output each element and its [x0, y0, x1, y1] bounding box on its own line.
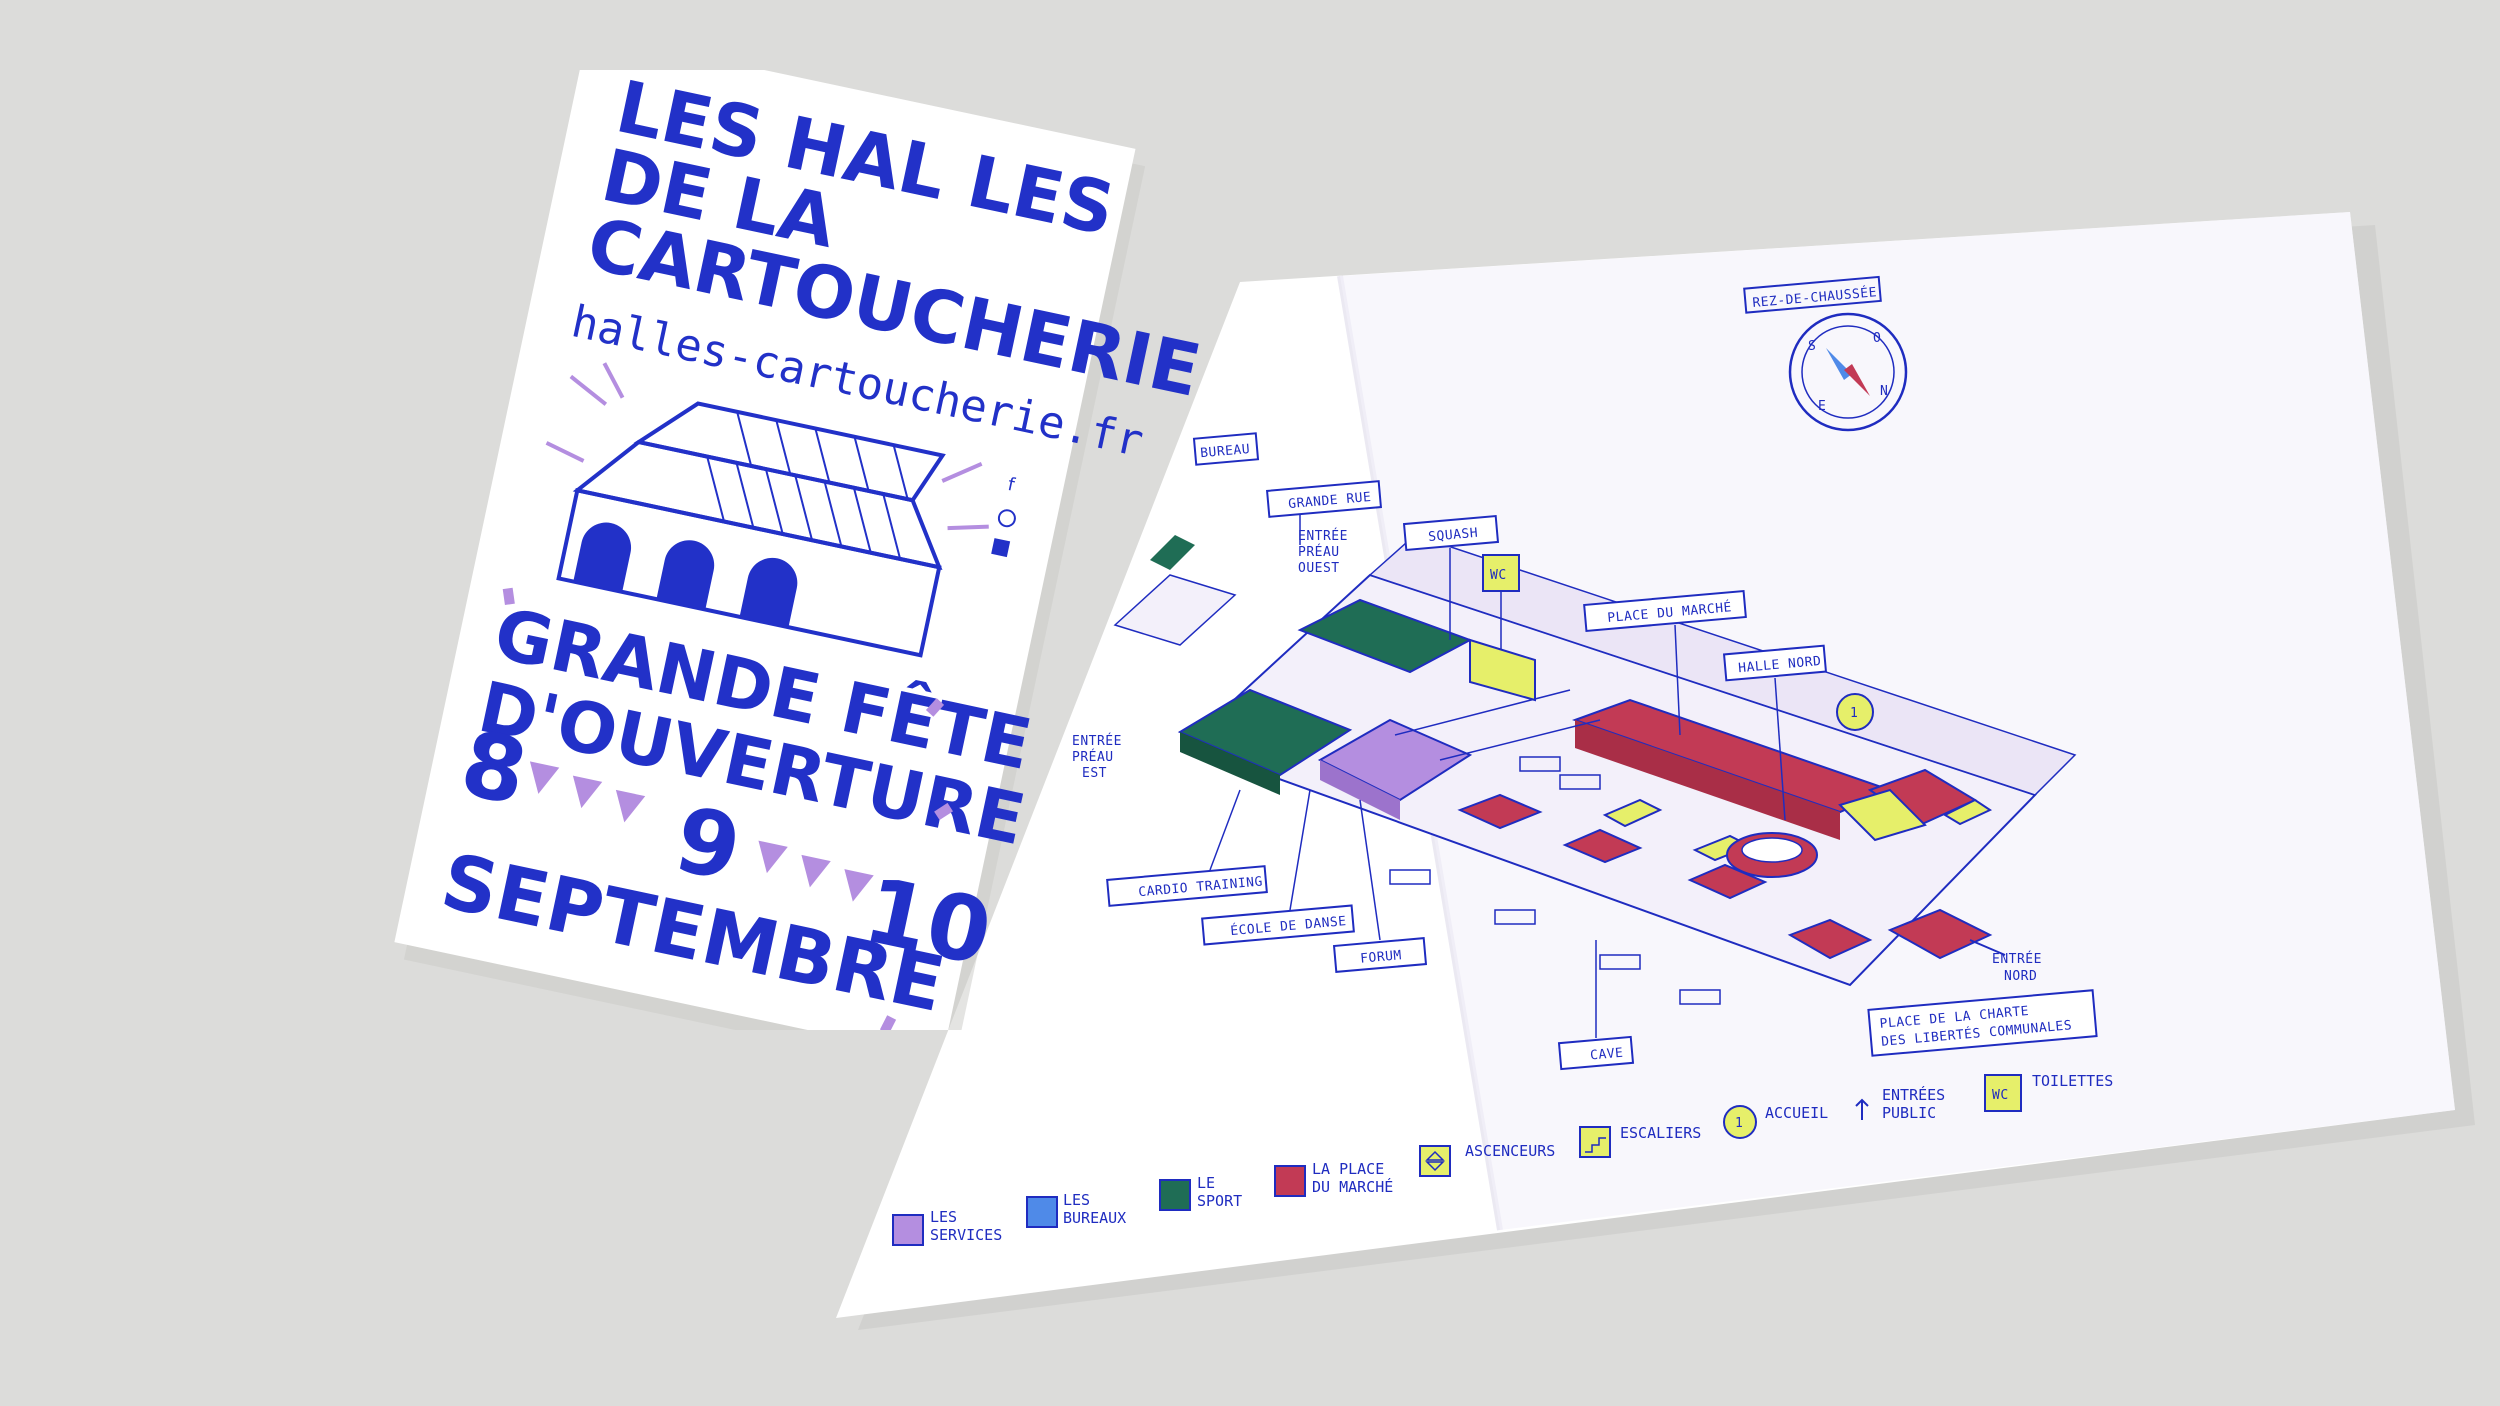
- legend-entrees-1: ENTRÉES: [1882, 1085, 1945, 1104]
- entree-preau-est-2: PRÉAU: [1072, 749, 1114, 765]
- wc-badge-top: WC: [1482, 554, 1520, 650]
- squash-label: SQUASH: [1428, 526, 1479, 545]
- linkedin-icon[interactable]: [991, 538, 1011, 558]
- legend-bureaux-2: BUREAUX: [1063, 1209, 1126, 1227]
- legend-sport-1: LE: [1197, 1174, 1215, 1192]
- legend-entrees-2: PUBLIC: [1882, 1104, 1936, 1122]
- map-label-forum: FORUM: [1332, 799, 1428, 973]
- halles-building-illustration: [556, 401, 946, 658]
- map-legend: LES SERVICES LES BUREAUX LE SPORT LA PLA…: [892, 1072, 2113, 1246]
- legend-toilettes: WC TOILETTES: [1984, 1072, 2113, 1112]
- legend-toilettes-text: TOILETTES: [2032, 1072, 2113, 1090]
- flyer-day-3: 10: [856, 858, 1000, 987]
- forum-label: FORUM: [1360, 948, 1403, 967]
- legend-services-1: LES: [930, 1208, 957, 1226]
- map-label-bureau: BUREAU: [1192, 432, 1260, 466]
- compass-icon: S O E N: [1788, 312, 1908, 432]
- map-label-cave: CAVE: [1557, 940, 1635, 1071]
- entree-preau-ouest-2: PRÉAU: [1298, 544, 1340, 560]
- halle-nord-label: HALLE NORD: [1738, 654, 1822, 676]
- map-label-entree-preau-est: ENTRÉE PRÉAU EST: [1072, 733, 1122, 781]
- legend-ascenceurs-text: ASCENCEURS: [1465, 1142, 1555, 1160]
- social-icons: f: [991, 474, 1017, 558]
- accueil-badge-map: 1: [1836, 693, 1874, 731]
- map-label-entree-preau-ouest: ENTRÉE PRÉAU OUEST: [1298, 528, 1348, 576]
- map-label-halle-nord: HALLE NORD: [1722, 644, 1828, 821]
- wc-label-top: WC: [1490, 568, 1507, 583]
- legend-services: LES SERVICES: [892, 1208, 1002, 1246]
- flyer-paper: [394, 70, 1136, 1030]
- grande-rue-label: GRANDE RUE: [1288, 490, 1372, 512]
- entree-nord-2: NORD: [2004, 969, 2037, 984]
- compass-s: S: [1808, 339, 1816, 354]
- bureau-label: BUREAU: [1200, 442, 1251, 461]
- legend-escaliers-text: ESCALIERS: [1620, 1124, 1701, 1142]
- legend-sport-2: SPORT: [1197, 1192, 1242, 1210]
- isometric-building: [1113, 534, 2077, 1005]
- compass-n: N: [1880, 384, 1888, 399]
- legend-entrees: ENTRÉES PUBLIC: [1855, 1085, 1945, 1122]
- legend-accueil-text: ACCUEIL: [1765, 1104, 1828, 1122]
- legend-accueil: 1 ACCUEIL: [1723, 1104, 1828, 1139]
- map-label-grande-rue: GRANDE RUE: [1265, 480, 1383, 545]
- map-label-cardio: CARDIO TRAINING: [1106, 789, 1268, 907]
- event-flyer: LES HAL LES DE LA CARTOUCHERIE halles-ca…: [394, 70, 1207, 1030]
- svg-text:1: 1: [1850, 706, 1858, 721]
- entree-preau-est-3: EST: [1082, 766, 1107, 781]
- legend-marche: LA PLACE DU MARCHÉ: [1274, 1160, 1393, 1197]
- entree-preau-ouest-1: ENTRÉE: [1298, 528, 1348, 544]
- legend-marche-1: LA PLACE: [1312, 1160, 1384, 1178]
- confetti-decoration: [502, 587, 953, 1030]
- compass-e: E: [1818, 399, 1826, 414]
- legend-sport: LE SPORT: [1159, 1174, 1242, 1211]
- legend-bureaux: LES BUREAUX: [1026, 1191, 1126, 1228]
- legend-escaliers: ESCALIERS: [1579, 1124, 1701, 1158]
- map-label-squash: SQUASH: [1402, 514, 1500, 640]
- facebook-icon[interactable]: f: [1006, 474, 1017, 496]
- entree-preau-est-1: ENTRÉE: [1072, 733, 1122, 749]
- legend-services-2: SERVICES: [930, 1226, 1002, 1244]
- cave-label: CAVE: [1590, 1046, 1624, 1064]
- legend-marche-2: DU MARCHÉ: [1312, 1177, 1393, 1196]
- legend-ascenceurs: ASCENCEURS: [1419, 1142, 1555, 1177]
- sunburst-decoration: [545, 362, 989, 531]
- compass-o: O: [1873, 331, 1881, 346]
- legend-bureaux-1: LES: [1063, 1191, 1090, 1209]
- entree-preau-ouest-3: OUEST: [1298, 561, 1340, 576]
- svg-text:1: 1: [1735, 1116, 1743, 1131]
- bunting-decoration: [529, 761, 874, 902]
- instagram-icon[interactable]: [997, 509, 1016, 528]
- map-label-entree-nord: ENTRÉE NORD: [1969, 939, 2041, 984]
- wc-legend-text: WC: [1992, 1088, 2009, 1103]
